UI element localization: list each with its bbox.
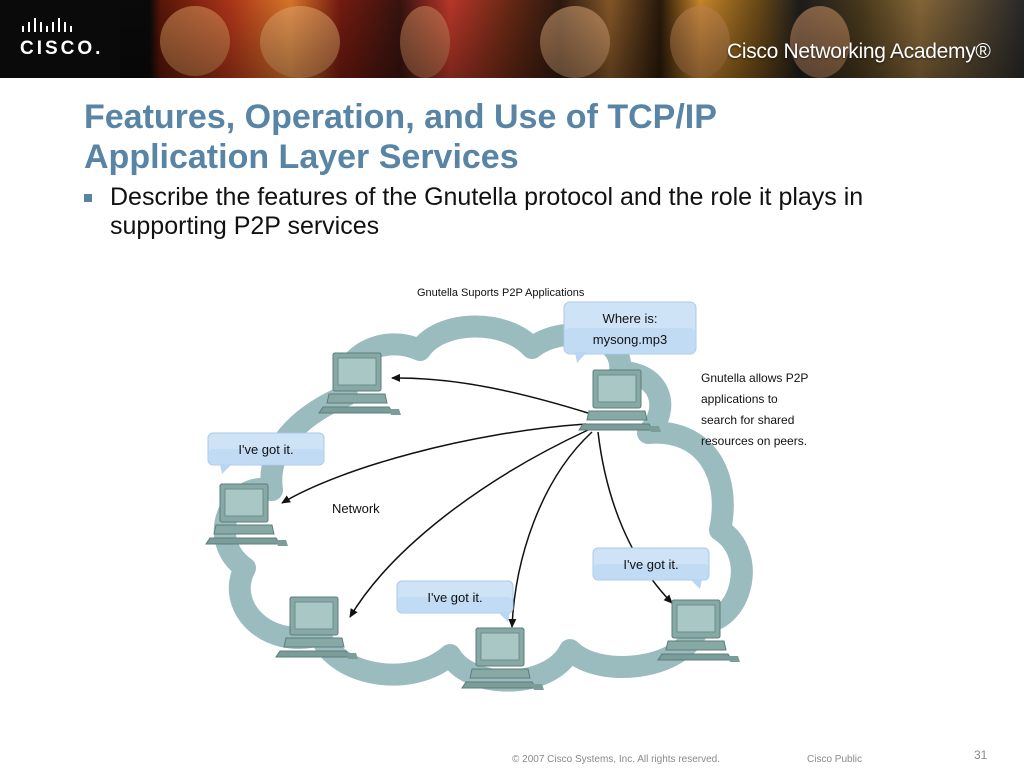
description-line: applications to [701, 392, 778, 406]
page-number: 31 [974, 748, 988, 762]
banner-photo [400, 6, 450, 78]
query-bubble: Where is: mysong.mp3 [563, 301, 697, 363]
network-label: Network [332, 501, 380, 516]
reply-bubble: I've got it. [396, 580, 514, 622]
query-arrow [391, 373, 589, 414]
banner-photo [790, 6, 850, 78]
description-line: Gnutella allows P2P [701, 371, 808, 385]
query-arrow [508, 431, 593, 628]
bullet-square-icon [84, 194, 92, 202]
cisco-logo-text: CISCO. [20, 38, 104, 59]
footer-classification: Cisco Public [807, 754, 863, 765]
reply-bubble: I've got it. [592, 547, 710, 589]
footer-copyright: © 2007 Cisco Systems, Inc. All rights re… [512, 754, 721, 765]
header-banner: CISCO. Cisco Networking Academy® [0, 0, 1024, 78]
banner-photo [670, 6, 730, 78]
description-line: resources on peers. [701, 434, 807, 448]
query-bubble-line: Where is: [603, 311, 658, 326]
query-arrows [281, 373, 673, 628]
query-arrow [349, 429, 589, 618]
cisco-logo: CISCO. [0, 0, 120, 78]
banner-photo [260, 6, 340, 78]
diagram-description: Gnutella allows P2P applications to sear… [701, 371, 808, 448]
reply-bubble-text: I've got it. [238, 442, 293, 457]
description-line: search for shared [701, 413, 794, 427]
query-arrow [597, 431, 673, 604]
bullet-text: Describe the features of the Gnutella pr… [110, 183, 864, 240]
reply-bubble-text: I've got it. [623, 557, 678, 572]
banner-photo [160, 6, 230, 76]
reply-bubble: I've got it. [207, 432, 325, 474]
query-arrow [281, 423, 587, 504]
diagram-caption: Gnutella Suports P2P Applications [417, 287, 585, 299]
cisco-bridge-icon [22, 18, 72, 32]
query-bubble-line: mysong.mp3 [593, 332, 667, 347]
reply-bubble-text: I've got it. [427, 590, 482, 605]
slide-title: Features, Operation, and Use of TCP/IP A… [84, 98, 717, 176]
academy-logo-text: Cisco Networking Academy® [727, 40, 991, 63]
banner-photo [540, 6, 610, 78]
banner-shade [0, 0, 1024, 78]
